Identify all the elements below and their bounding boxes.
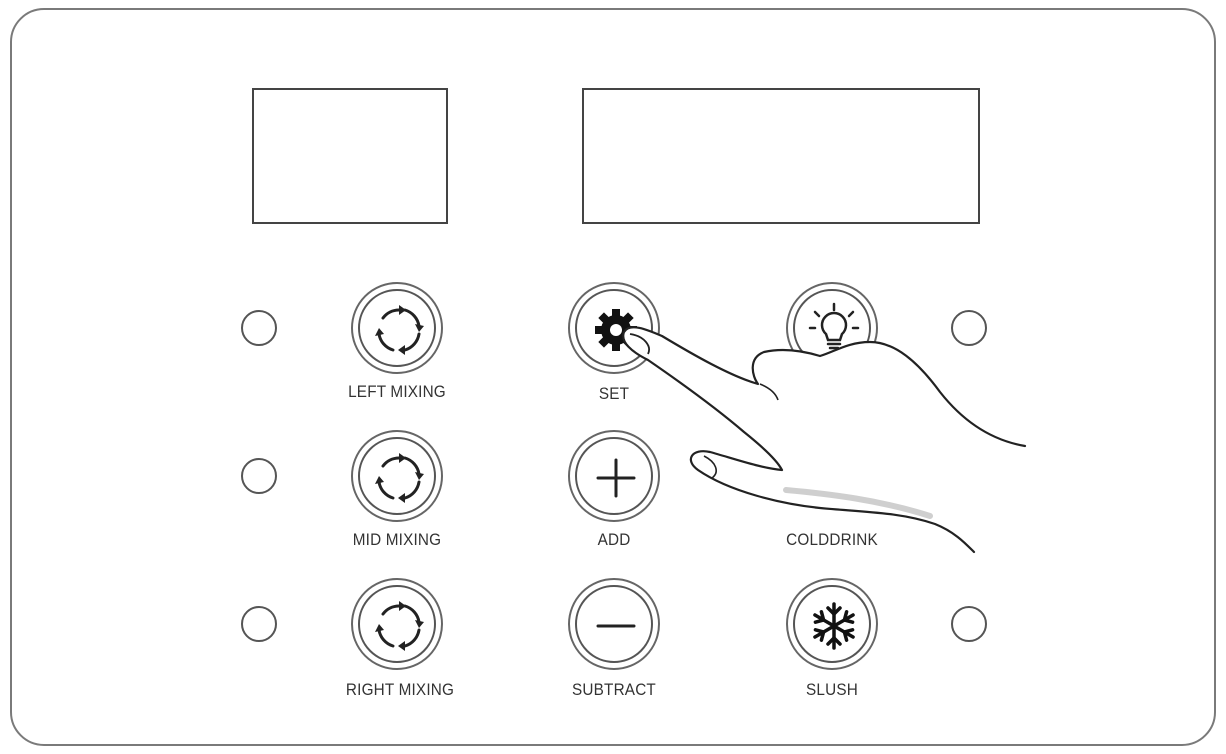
gear-icon [595,309,637,351]
right-mixing-led [241,606,277,642]
set-label: SET [598,384,630,403]
slush-led [951,606,987,642]
mid-mixing-label: MID MIXING [352,530,442,549]
left-mixing-button[interactable] [351,282,443,374]
colddrink-label: COLDDRINK [786,530,878,549]
snowflake-icon [813,602,855,650]
add-button[interactable] [568,430,660,522]
set-button[interactable] [568,282,660,374]
colddrink-button[interactable] [786,282,878,374]
slush-button[interactable] [786,578,878,670]
right-display [582,88,980,224]
subtract-label: SUBTRACT [572,680,656,699]
rotate-arrows-icon [375,601,424,651]
right-mixing-button[interactable] [351,578,443,670]
left-mixing-label: LEFT MIXING [348,382,446,401]
minus-icon [596,624,636,628]
light-bulb-icon [808,302,860,350]
rotate-arrows-icon [375,305,424,355]
mid-mixing-button[interactable] [351,430,443,522]
left-display [252,88,448,224]
right-mixing-label: RIGHT MIXING [345,680,455,699]
subtract-button[interactable] [568,578,660,670]
add-label: ADD [597,530,631,549]
slush-label: SLUSH [806,680,858,699]
rotate-arrows-icon [375,453,424,503]
mid-mixing-led [241,458,277,494]
left-mixing-led [241,310,277,346]
colddrink-led [951,310,987,346]
plus-icon [596,458,636,498]
